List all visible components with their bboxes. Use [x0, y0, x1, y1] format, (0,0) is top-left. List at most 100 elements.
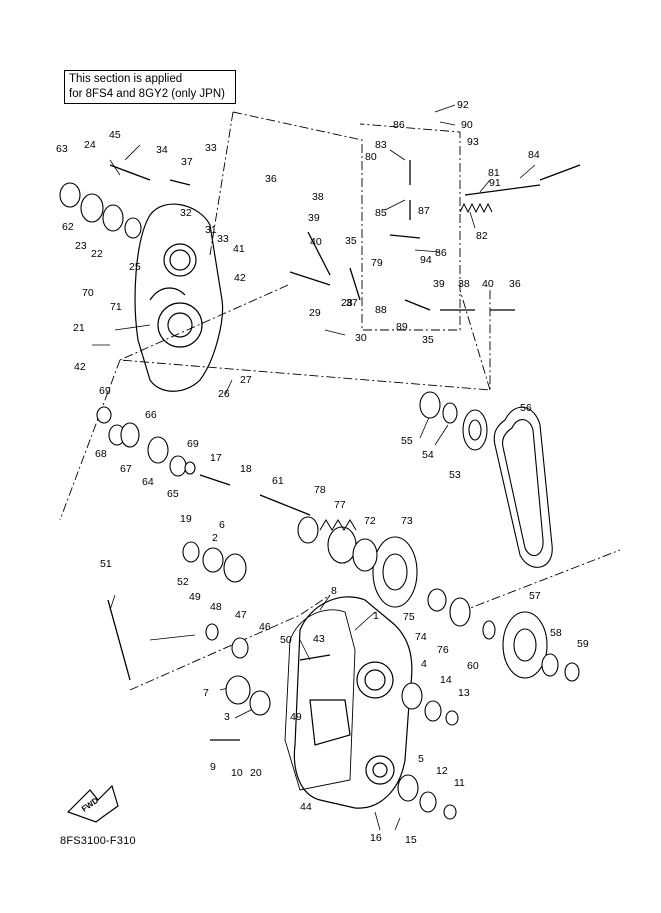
callout-33: 33: [217, 233, 229, 245]
callout-72: 72: [364, 515, 376, 527]
callout-22: 22: [91, 248, 103, 260]
callout-11: 11: [454, 777, 465, 789]
crankcase-1: [293, 596, 413, 809]
callout-39: 39: [433, 278, 445, 290]
callout-49: 49: [189, 591, 201, 603]
callout-44: 44: [300, 801, 312, 813]
callout-36: 36: [265, 173, 277, 185]
callout-4: 4: [421, 658, 427, 670]
callout-76: 76: [437, 644, 449, 656]
callout-19: 19: [180, 513, 192, 525]
callout-16: 16: [370, 832, 382, 844]
callout-20: 20: [250, 767, 262, 779]
callout-82: 82: [476, 230, 488, 242]
callout-87: 87: [418, 205, 430, 217]
callout-77: 77: [334, 499, 346, 511]
callout-85: 85: [375, 207, 387, 219]
callout-10: 10: [231, 767, 243, 779]
callout-67: 67: [120, 463, 132, 475]
callout-13: 13: [458, 687, 470, 699]
callout-78: 78: [314, 484, 326, 496]
callout-5: 5: [418, 753, 424, 765]
callout-40: 40: [310, 236, 322, 248]
callout-64: 64: [142, 476, 154, 488]
callout-56: 56: [520, 402, 532, 414]
callout-75: 75: [403, 611, 415, 623]
callout-27: 27: [240, 374, 252, 386]
round-parts: [59, 182, 580, 820]
callout-30: 30: [355, 332, 367, 344]
callout-73: 73: [401, 515, 413, 527]
callout-35: 35: [422, 334, 434, 346]
callout-89: 89: [396, 321, 408, 333]
callout-14: 14: [440, 674, 452, 686]
callout-18: 18: [240, 463, 252, 475]
shafts-and-bolts: [107, 160, 581, 741]
callout-57: 57: [529, 590, 541, 602]
callout-3: 3: [224, 711, 230, 723]
callout-24: 24: [84, 139, 96, 151]
callout-29: 29: [309, 307, 321, 319]
callout-37: 37: [346, 297, 358, 309]
callout-50: 50: [280, 634, 292, 646]
callout-17: 17: [210, 452, 222, 464]
drive-chain-56: [493, 406, 553, 568]
callout-38: 38: [312, 191, 324, 203]
callout-93: 93: [467, 136, 479, 148]
callout-42: 42: [74, 361, 86, 373]
callout-26: 26: [218, 388, 230, 400]
callout-84: 84: [528, 149, 540, 161]
callout-39: 39: [308, 212, 320, 224]
callout-86: 86: [393, 119, 405, 131]
callout-49: 49: [290, 711, 302, 723]
callout-42: 42: [234, 272, 246, 284]
callout-34: 34: [156, 144, 168, 156]
callout-43: 43: [313, 633, 325, 645]
callout-61: 61: [272, 475, 284, 487]
callout-6: 6: [219, 519, 225, 531]
callout-55: 55: [401, 435, 413, 447]
callout-62: 62: [62, 221, 74, 233]
callout-45: 45: [109, 129, 121, 141]
callout-38: 38: [458, 278, 470, 290]
callout-54: 54: [422, 449, 434, 461]
callout-9: 9: [210, 761, 216, 773]
callout-51: 51: [100, 558, 112, 570]
callout-2: 2: [212, 532, 218, 544]
callout-80: 80: [365, 151, 377, 163]
callout-32: 32: [180, 207, 192, 219]
callout-94: 94: [420, 254, 432, 266]
callout-53: 53: [449, 469, 461, 481]
drawing-code: 8FS3100-F310: [60, 835, 136, 847]
callout-81: 81: [488, 167, 500, 179]
callout-59: 59: [577, 638, 589, 650]
applicability-note: This section is applied for 8FS4 and 8GY…: [64, 70, 236, 104]
callout-47: 47: [235, 609, 247, 621]
callout-52: 52: [177, 576, 189, 588]
callout-36: 36: [509, 278, 521, 290]
callout-58: 58: [550, 627, 562, 639]
callout-40: 40: [482, 278, 494, 290]
callout-69: 69: [99, 385, 111, 397]
callout-63: 63: [56, 143, 68, 155]
callout-83: 83: [375, 139, 387, 151]
section-outlines: [59, 111, 621, 691]
callout-91: 91: [489, 177, 501, 189]
callout-88: 88: [375, 304, 387, 316]
callout-7: 7: [203, 687, 209, 699]
callout-71: 71: [110, 301, 122, 313]
callout-65: 65: [167, 488, 179, 500]
callout-25: 25: [129, 261, 141, 273]
callout-1: 1: [373, 610, 379, 622]
callout-92: 92: [457, 99, 469, 111]
callout-69: 69: [187, 438, 199, 450]
callout-86: 86: [435, 247, 447, 259]
callout-46: 46: [259, 621, 271, 633]
callout-8: 8: [331, 585, 337, 597]
callout-33: 33: [205, 142, 217, 154]
callout-12: 12: [436, 765, 448, 777]
callout-68: 68: [95, 448, 107, 460]
note-line-1: This section is applied: [69, 73, 183, 85]
callout-90: 90: [461, 119, 473, 131]
